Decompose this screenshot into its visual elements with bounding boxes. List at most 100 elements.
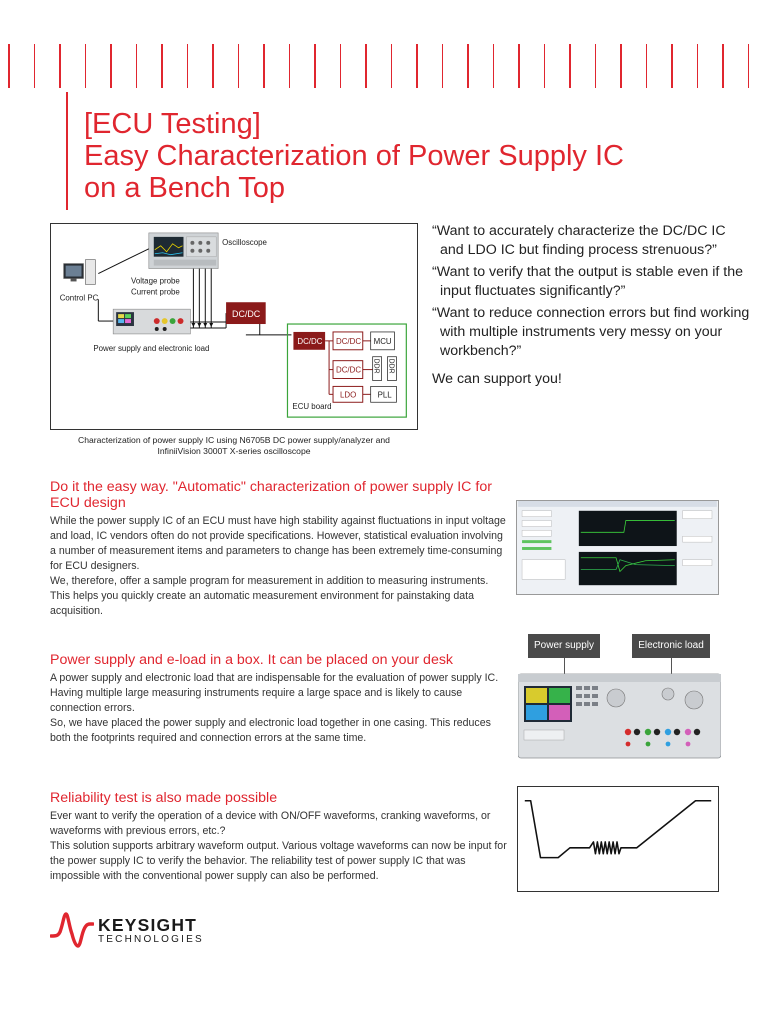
tick-mark: [288, 44, 291, 88]
section3-paragraph-2: This solution supports arbitrary wavefor…: [50, 840, 507, 882]
tick-mark: [186, 44, 189, 88]
tag-pointer-electronic-load: [671, 658, 672, 676]
mcu-box: [370, 331, 395, 351]
logo-name: KEYSIGHT: [98, 915, 198, 935]
ddr-2-box: [387, 356, 397, 381]
section3-body: Ever want to verify the operation of a d…: [50, 809, 510, 884]
label-power-supply-load: Power supply and electronic load: [93, 344, 209, 353]
keysight-wave-icon: [49, 912, 95, 948]
label-ddr-1: DDR: [373, 359, 380, 374]
section1-paragraph-2: We, therefore, offer a sample program fo…: [50, 575, 489, 617]
label-dcdc-1: DC/DC: [297, 337, 322, 346]
tag-electronic-load: Electronic load: [632, 634, 710, 658]
quote-2: “Want to verify that the output is stabl…: [432, 264, 743, 299]
section3-paragraph-1: Ever want to verify the operation of a d…: [50, 810, 491, 837]
tick-mark: [263, 44, 265, 88]
arbitrary-waveform-svg: [524, 799, 712, 859]
tag-power-supply: Power supply: [528, 634, 600, 658]
tick-mark: [467, 44, 469, 88]
waveform-line: [524, 799, 712, 859]
ecu-board-box: [286, 323, 407, 418]
tick-mark: [696, 44, 699, 88]
instrument-image: [518, 672, 721, 762]
tick-mark: [416, 44, 418, 88]
section3-heading: Reliability test is also made possible: [50, 790, 278, 806]
ddr-1-box: [372, 356, 382, 381]
tag-pointer-power-supply: [564, 658, 565, 676]
title-line-2: Easy Characterization of Power Supply IC: [84, 140, 624, 172]
tick-mark: [314, 44, 316, 88]
caption-line-2: InfiniiVision 3000T X-series oscilloscop…: [157, 446, 311, 456]
tick-mark: [33, 44, 36, 88]
dcdc-main-box: [226, 302, 266, 325]
control-pc-image: [63, 259, 96, 285]
power-supply-image: [112, 308, 191, 335]
section2-paragraph-2: So, we have placed the power supply and …: [50, 717, 491, 744]
label-pll: PLL: [378, 390, 393, 399]
title-line-3: on a Bench Top: [84, 172, 286, 204]
ldo-box: [332, 385, 364, 403]
support-text: We can support you!: [432, 371, 562, 388]
top-tick-marks: [0, 44, 768, 88]
caption-line-1: Characterization of power supply IC usin…: [78, 435, 390, 445]
tick-mark: [543, 44, 546, 88]
label-ldo: LDO: [340, 390, 356, 399]
section2-body: A power supply and electronic load that …: [50, 671, 510, 746]
label-mcu: MCU: [374, 337, 392, 346]
quotes-block: “Want to accurately characterize the DC/…: [432, 222, 752, 389]
logo-sub: TECHNOLOGIES: [98, 934, 204, 945]
pll-box: [370, 386, 397, 403]
software-screenshot: [516, 500, 719, 595]
tick-mark: [237, 44, 240, 88]
tick-mark: [110, 44, 112, 88]
tick-mark: [747, 44, 750, 88]
label-ecu-board: ECU board: [292, 402, 331, 411]
instrument-svg: [518, 673, 721, 759]
setup-diagram: Oscilloscope Voltage probe Current probe…: [50, 223, 418, 430]
tick-mark: [594, 44, 597, 88]
quote-1: “Want to accurately characterize the DC/…: [432, 223, 726, 258]
section1-body: While the power supply IC of an ECU must…: [50, 514, 510, 619]
quote-3: “Want to reduce connection errors but fi…: [432, 305, 750, 359]
tick-mark: [365, 44, 367, 88]
tick-mark: [518, 44, 520, 88]
section1-heading: Do it the easy way. "Automatic" characte…: [50, 479, 492, 511]
tick-mark: [722, 44, 724, 88]
dcdc-3-box: [332, 360, 364, 379]
label-control-pc: Control PC: [60, 293, 99, 302]
tick-mark: [8, 44, 10, 88]
tick-mark: [161, 44, 163, 88]
tick-mark: [135, 44, 138, 88]
board-wiring: [325, 340, 373, 395]
tick-mark: [492, 44, 495, 88]
tick-mark: [620, 44, 622, 88]
section2-paragraph-1: A power supply and electronic load that …: [50, 672, 499, 714]
keysight-logo: KEYSIGHT TECHNOLOGIES: [49, 912, 220, 948]
tick-mark: [671, 44, 673, 88]
tick-mark: [59, 44, 61, 88]
label-ddr-2: DDR: [387, 359, 394, 374]
tick-mark: [441, 44, 444, 88]
section1-paragraph-1: While the power supply IC of an ECU must…: [50, 515, 506, 572]
tick-mark: [339, 44, 342, 88]
title-line-1: [ECU Testing]: [84, 108, 261, 140]
oscilloscope-image: [148, 232, 219, 269]
label-voltage-probe: Voltage probe: [131, 276, 180, 285]
dcdc-board-box: [293, 331, 326, 350]
label-current-probe: Current probe: [131, 287, 180, 296]
software-screenshot-svg: [518, 501, 717, 586]
diagram-caption: Characterization of power supply IC usin…: [50, 435, 418, 457]
label-dcdc-2: DC/DC: [336, 337, 361, 346]
label-dcdc-3: DC/DC: [336, 366, 361, 375]
label-oscilloscope: Oscilloscope: [222, 238, 267, 247]
tick-mark: [84, 44, 87, 88]
probe-arrows: [191, 323, 214, 327]
tick-mark: [212, 44, 214, 88]
page-title: [ECU Testing] Easy Characterization of P…: [84, 108, 624, 204]
label-dcdc-main: DC/DC: [232, 309, 261, 319]
logo-text: KEYSIGHT TECHNOLOGIES: [98, 916, 204, 946]
arbitrary-waveform-image: [517, 786, 719, 892]
tick-mark: [645, 44, 648, 88]
title-accent-line: [66, 92, 68, 210]
tick-mark: [569, 44, 571, 88]
